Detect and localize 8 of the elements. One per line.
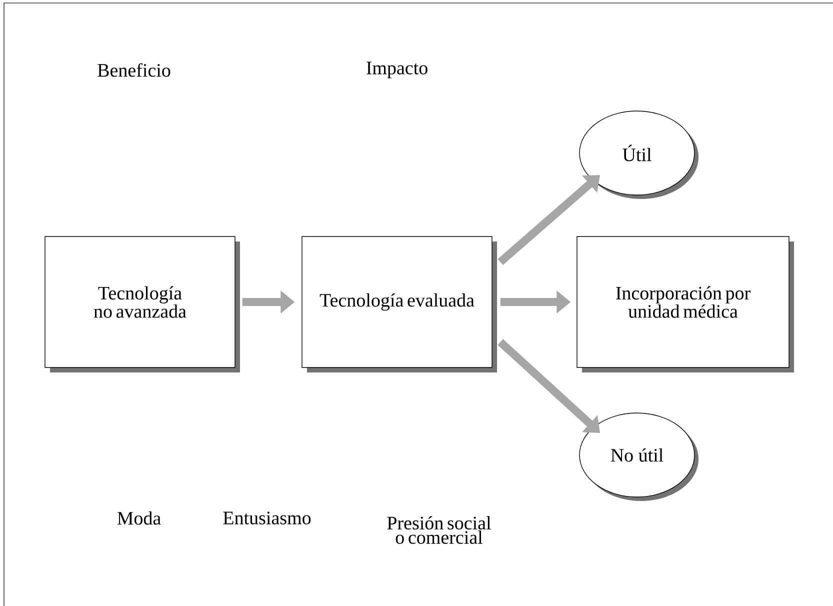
factor-label: Moda — [117, 511, 161, 525]
process-box: Incorporación por unidad médica — [576, 236, 794, 372]
factor-label: Entusiasmo — [223, 512, 311, 524]
process-box: Tecnología no avanzada — [44, 236, 240, 372]
factor-label: Beneficio — [98, 63, 170, 77]
factor-label: Presión social o comercial — [387, 516, 491, 544]
process-box: Tecnología evaluada — [302, 236, 497, 372]
factor-label: Impacto — [366, 62, 428, 78]
